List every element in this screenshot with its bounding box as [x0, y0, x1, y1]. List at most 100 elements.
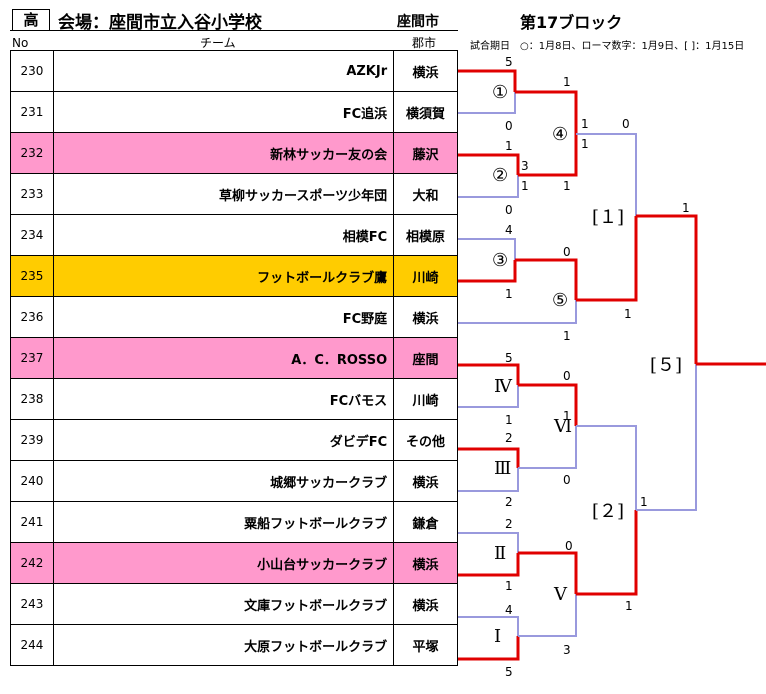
match-bracket-2: [２]	[592, 501, 624, 522]
bracket-line	[458, 69, 517, 92]
column-no-header: No	[12, 36, 29, 50]
team-city: 平塚	[393, 624, 458, 666]
schedule-legend: 試合期日 ○：1月8日、ローマ数字：1月9日、[ ]：1月15日	[470, 41, 745, 52]
team-city: 横浜	[393, 542, 458, 584]
team-name: 城郷サッカークラブ	[52, 460, 395, 502]
bracket-line	[515, 90, 578, 134]
bracket-line	[458, 636, 520, 661]
team-number: 235	[10, 255, 54, 297]
score-label: 2	[505, 495, 513, 509]
score-label: 1	[581, 117, 589, 131]
bracket-line	[518, 134, 578, 177]
match-bracket-5: [５]	[650, 355, 682, 376]
team-city: 横浜	[393, 460, 458, 502]
bracket-line	[458, 92, 516, 114]
score-label: 1	[624, 307, 632, 321]
bracket-line	[636, 364, 697, 511]
score-label: 5	[505, 665, 513, 679]
score-label: 1	[505, 579, 513, 593]
bracket-line	[458, 175, 519, 198]
score-label: 3	[563, 643, 571, 657]
score-label: 5	[505, 351, 513, 365]
score-label: 1	[563, 179, 571, 193]
score-label: 0	[563, 369, 571, 383]
team-number: 240	[10, 460, 54, 502]
bracket-line	[458, 553, 520, 577]
team-number: 243	[10, 583, 54, 625]
team-name: 小山台サッカークラブ	[52, 542, 395, 584]
score-label: 1	[682, 201, 690, 215]
team-city: 横浜	[393, 50, 458, 92]
score-label: 0	[505, 203, 513, 217]
score-label: 1	[505, 139, 513, 153]
score-label: 1	[505, 287, 513, 301]
bracket-line	[458, 532, 519, 553]
match-bracket-1: [１]	[592, 207, 624, 228]
column-team-header: チーム	[200, 36, 236, 50]
score-label: 4	[505, 223, 513, 237]
score-label: 0	[505, 119, 513, 133]
score-label: 5	[505, 55, 513, 69]
score-label: 1	[521, 179, 529, 193]
team-city: 鎌倉	[393, 501, 458, 543]
bracket-line	[458, 260, 517, 283]
bracket-line	[518, 426, 577, 469]
venue-title: 会場：座間市立入谷小学校	[58, 13, 262, 33]
match-III: Ⅲ	[494, 458, 511, 479]
team-number: 242	[10, 542, 54, 584]
score-label: 1	[563, 75, 571, 89]
team-number: 233	[10, 173, 54, 215]
score-label: 1	[581, 137, 589, 151]
score-label: 1	[505, 413, 513, 427]
city-heading: 座間市	[397, 14, 439, 30]
team-number: 230	[10, 50, 54, 92]
bracket-line	[458, 363, 520, 385]
bracket-line	[576, 510, 638, 596]
bracket-line	[458, 153, 520, 175]
bracket-line	[458, 300, 577, 324]
score-label: 2	[505, 431, 513, 445]
team-number: 239	[10, 419, 54, 461]
match-4: ④	[552, 124, 568, 145]
score-label: 2	[505, 517, 513, 531]
team-number: 241	[10, 501, 54, 543]
bracket-line	[458, 447, 520, 468]
team-name: 文庫フットボールクラブ	[52, 583, 395, 625]
score-label: 1	[563, 409, 571, 423]
team-city: 藤沢	[393, 132, 458, 174]
team-city: 横浜	[393, 583, 458, 625]
score-label: 3	[521, 159, 529, 173]
team-name: FC野庭	[52, 296, 395, 338]
score-label: 1	[625, 599, 633, 613]
team-name: 相模FC	[52, 214, 395, 256]
team-city: 横須賀	[393, 91, 458, 133]
block-title: 第17ブロック	[520, 13, 623, 32]
team-city: 川崎	[393, 255, 458, 297]
header-divider	[10, 30, 458, 31]
bracket-line	[576, 133, 637, 216]
bracket-line	[518, 383, 578, 426]
team-name: FC追浜	[52, 91, 395, 133]
team-city: 大和	[393, 173, 458, 215]
team-name: A．C．ROSSO	[52, 337, 395, 379]
score-label: 0	[563, 473, 571, 487]
score-label: 4	[505, 603, 513, 617]
team-name: 大原フットボールクラブ	[52, 624, 395, 666]
match-2: ②	[492, 165, 508, 186]
bracket-line	[458, 468, 519, 492]
bracket-line	[458, 616, 519, 636]
team-name: 粟船フットボールクラブ	[52, 501, 395, 543]
match-3: ③	[492, 250, 508, 271]
team-number: 234	[10, 214, 54, 256]
